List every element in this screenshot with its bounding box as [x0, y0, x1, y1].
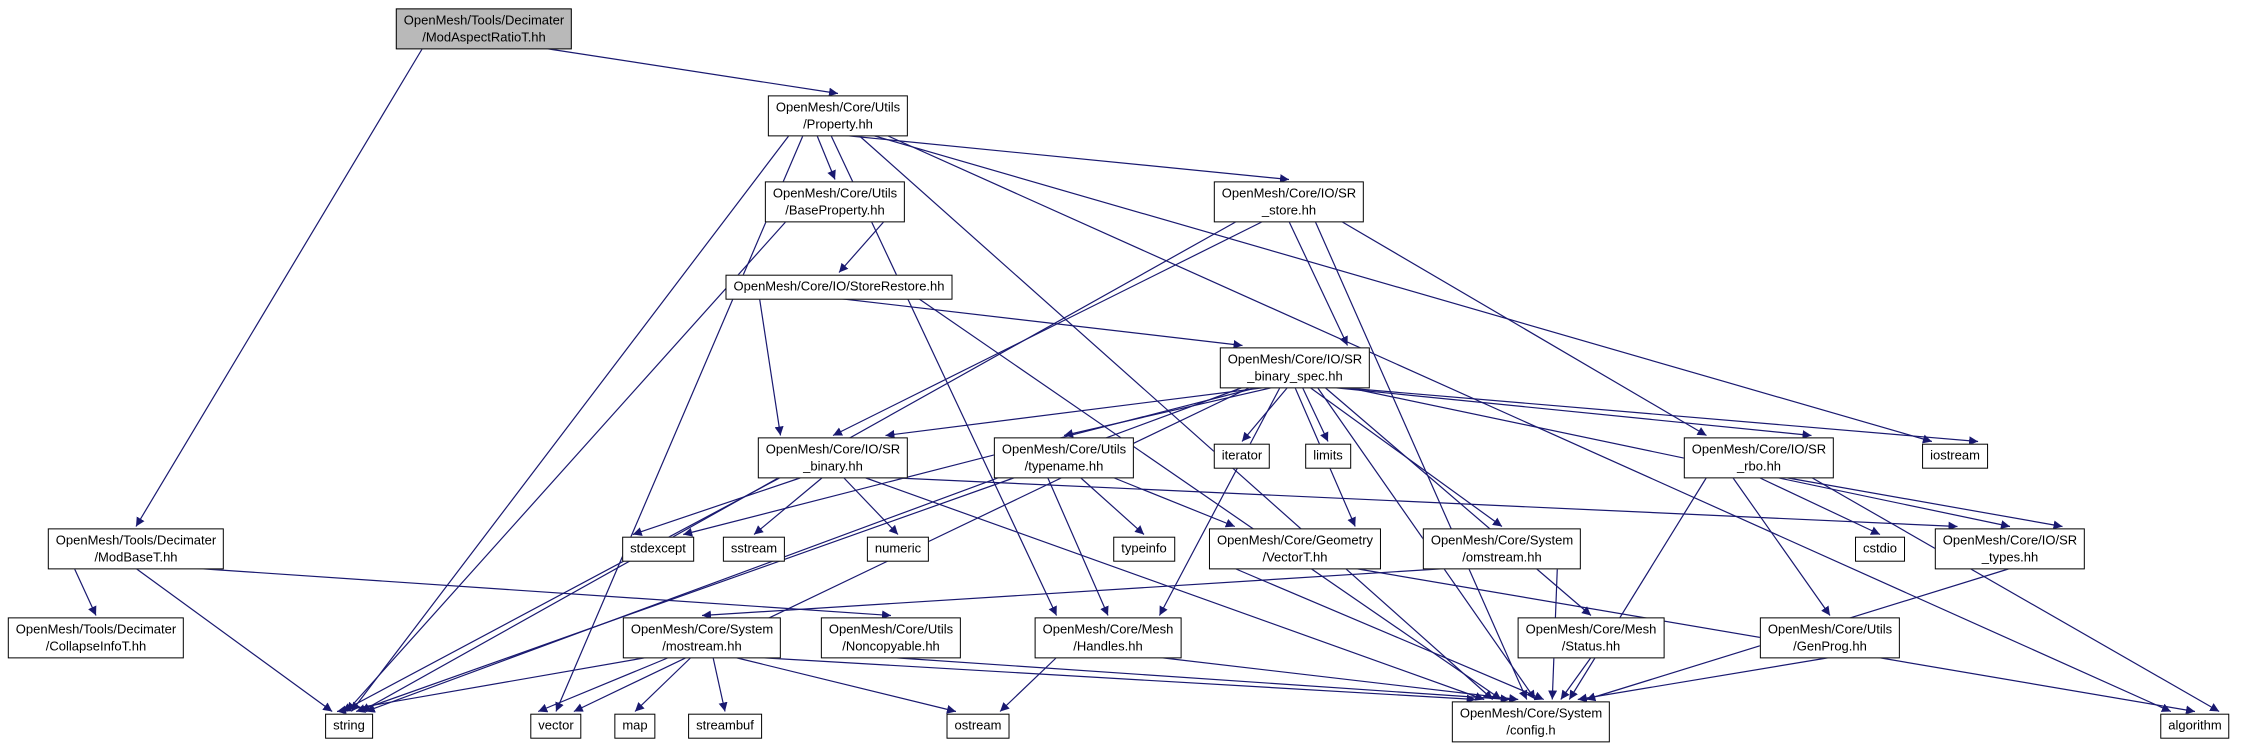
edge-status--config: [1560, 657, 1592, 700]
edge-typename--handles: [1047, 477, 1109, 616]
edge-property--baseproperty: [816, 135, 836, 180]
edge-genprog--config: [1577, 656, 1831, 703]
edge-storerestore--sr-binary-spec: [838, 297, 1243, 349]
edge-handles--config: [1159, 656, 1519, 703]
node-typeinfo: typeinfo: [1113, 536, 1175, 562]
node-noncopyable[interactable]: OpenMesh/Core/Utils /Noncopyable.hh: [820, 617, 962, 659]
edge-sr-binary-spec--sr-rbo: [1332, 386, 1812, 440]
node-string: string: [325, 713, 373, 739]
node-collapseinfot[interactable]: OpenMesh/Tools/Decimater /CollapseInfoT.…: [7, 617, 185, 659]
edge-sr-binary-spec--handles: [1158, 387, 1281, 616]
node-modaspectratiot: OpenMesh/Tools/Decimater /ModAspectRatio…: [395, 8, 573, 50]
edge-sr-binary-spec--iostream: [1339, 386, 1979, 446]
edge-vectort--config: [1234, 567, 1544, 701]
node-sr-store[interactable]: OpenMesh/Core/IO/SR _store.hh: [1213, 181, 1365, 223]
node-genprog[interactable]: OpenMesh/Core/Utils /GenProg.hh: [1759, 617, 1901, 659]
edge-sr-binary--string: [341, 476, 781, 713]
node-modbaset[interactable]: OpenMesh/Tools/Decimater /ModBaseT.hh: [47, 528, 225, 570]
edge-property--vector: [555, 135, 804, 712]
edge-noncopyable--config: [890, 656, 1510, 704]
node-handles[interactable]: OpenMesh/Core/Mesh /Handles.hh: [1034, 617, 1182, 659]
edge-sr-binary--config: [864, 476, 1485, 701]
edge-storerestore--config: [918, 298, 1502, 700]
edge-sr-binary-spec--status: [1324, 387, 1592, 616]
edge-sr-binary--sr-types: [885, 476, 1958, 531]
node-numeric: numeric: [866, 536, 930, 562]
edge-property--sr-store: [844, 134, 1290, 184]
node-sr-binary[interactable]: OpenMesh/Core/IO/SR _binary.hh: [757, 437, 909, 479]
node-vector: vector: [530, 713, 582, 739]
node-vectort[interactable]: OpenMesh/Core/Geometry /VectorT.hh: [1208, 528, 1382, 570]
edge-property--config: [858, 135, 1494, 700]
edge-sr-store--sr-binary: [832, 220, 1264, 437]
node-baseproperty[interactable]: OpenMesh/Core/Utils /BaseProperty.hh: [764, 181, 906, 223]
edge-sr-binary-spec--stdexcept: [683, 386, 1258, 537]
edge-sr-binary--stdexcept: [632, 476, 802, 536]
edge-modbaset--collapseinfot: [73, 568, 97, 616]
edge-baseproperty--storerestore: [838, 221, 885, 273]
node-property[interactable]: OpenMesh/Core/Utils /Property.hh: [767, 95, 909, 137]
edge-mostream--string: [336, 656, 647, 715]
edge-modbaset--string: [135, 568, 333, 712]
node-iterator: iterator: [1213, 443, 1271, 469]
edge-modaspectratiot--property: [545, 47, 839, 97]
edge-property--algorithm: [886, 134, 2172, 713]
edge-sr-rbo--genprog: [1732, 477, 1831, 616]
node-stdexcept: stdexcept: [622, 536, 694, 562]
edge-modbaset--noncopyable: [197, 567, 892, 620]
node-omstream[interactable]: OpenMesh/Core/System /omstream.hh: [1422, 528, 1582, 570]
node-typename[interactable]: OpenMesh/Core/Utils /typename.hh: [993, 437, 1135, 479]
edge-sr-binary-spec--typename: [1063, 386, 1273, 438]
edge-baseproperty--string: [346, 221, 787, 712]
node-ostream: ostream: [946, 713, 1010, 739]
edge-sr-binary-spec--iterator: [1241, 387, 1288, 442]
node-sr-types[interactable]: OpenMesh/Core/IO/SR _types.hh: [1934, 528, 2086, 570]
edge-mostream--map: [634, 657, 692, 712]
edge-typename--vectort: [1112, 476, 1236, 528]
node-config[interactable]: OpenMesh/Core/System /config.h: [1451, 701, 1611, 743]
node-cstdio: cstdio: [1855, 536, 1905, 562]
edge-sr-binary-spec--sr-types: [1347, 386, 2011, 530]
edge-modaspectratiot--modbaset: [135, 48, 423, 527]
edge-sr-rbo--config: [1568, 477, 1708, 700]
node-mostream[interactable]: OpenMesh/Core/System /mostream.hh: [622, 617, 782, 659]
edge-mostream--streambuf: [712, 657, 728, 712]
edge-mostream--ostream: [735, 656, 957, 714]
edge-sr-rbo--algorithm: [1811, 476, 2220, 713]
edge-omstream--mostream: [701, 567, 1447, 620]
edge-sr-binary-spec--sr-binary: [885, 386, 1266, 439]
edge-sr-binary--numeric: [843, 477, 899, 535]
edge-sr-binary--sstream: [753, 477, 823, 535]
node-limits: limits: [1305, 443, 1351, 469]
node-sr-rbo[interactable]: OpenMesh/Core/IO/SR _rbo.hh: [1683, 437, 1835, 479]
edge-sr-store--sr-rbo: [1341, 220, 1707, 437]
edge-sr-rbo--cstdio: [1758, 476, 1881, 536]
node-streambuf: streambuf: [688, 713, 762, 739]
edge-sr-binary-spec--string: [365, 386, 1243, 713]
node-map: map: [614, 713, 656, 739]
node-algorithm: algorithm: [2160, 713, 2230, 739]
node-sr-binary-spec[interactable]: OpenMesh/Core/IO/SR _binary_spec.hh: [1219, 347, 1371, 389]
edge-property--string: [350, 135, 790, 712]
edge-typename--typeinfo: [1079, 477, 1145, 535]
node-status[interactable]: OpenMesh/Core/Mesh /Status.hh: [1517, 617, 1665, 659]
node-sstream: sstream: [722, 536, 786, 562]
edge-sr-store--sr-binary-spec: [1288, 221, 1349, 346]
edge-storerestore--sr-binary: [758, 298, 784, 436]
node-iostream: iostream: [1922, 443, 1988, 469]
edge-typename--string: [355, 476, 1016, 713]
edge-sr-binary-spec--limits: [1301, 387, 1329, 442]
edge-mostream--config: [757, 656, 1476, 704]
edge-mostream--vector: [537, 656, 670, 713]
node-storerestore[interactable]: OpenMesh/Core/IO/StoreRestore.hh: [725, 274, 953, 300]
edge-sr-rbo--sr-types: [1785, 476, 2063, 530]
edge-handles--ostream: [999, 657, 1057, 712]
edge-sr-store--config: [1314, 221, 1528, 700]
edge-property--iostream: [872, 134, 1933, 444]
